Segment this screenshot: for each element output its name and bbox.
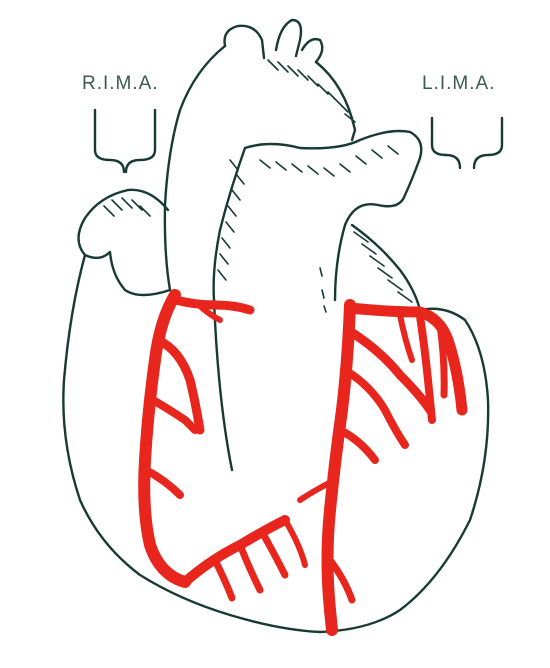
hatch-stroke (268, 60, 355, 122)
pulmonary-left-edge (214, 148, 245, 300)
lad-diagonal (348, 330, 430, 410)
lima-label: L.I.M.A. (422, 73, 495, 95)
right-coronary-artery (144, 295, 185, 582)
pda-branch (285, 520, 305, 565)
hatch-stroke (260, 146, 398, 176)
shading-strokes (104, 60, 412, 312)
lad-diagonal (340, 430, 375, 460)
hatch-stroke (320, 268, 326, 312)
lima-bracket (432, 118, 502, 168)
pulmonary-trunk (245, 131, 421, 300)
aortic-arch-right (316, 62, 355, 140)
rca-branch (153, 400, 195, 430)
pda-branch (215, 560, 232, 598)
circumflex-branch (440, 325, 444, 395)
hatch-stroke (354, 232, 412, 302)
aorta-stub-middle (276, 20, 301, 56)
label-brackets (95, 110, 502, 172)
rima-label: R.I.M.A. (82, 73, 159, 95)
circumflex-branch (400, 315, 412, 360)
aorta-stub-right (302, 39, 322, 62)
septum-contour (214, 300, 232, 470)
coronary-arteries (144, 295, 462, 630)
aorta-stub-left (225, 26, 264, 58)
rima-bracket (95, 110, 155, 172)
rca-branch (146, 470, 180, 495)
pda-branch (262, 532, 285, 575)
hatch-stroke (104, 198, 150, 216)
right-atrium (79, 190, 171, 295)
pda-branch (240, 545, 260, 590)
rca-branch (176, 300, 250, 310)
